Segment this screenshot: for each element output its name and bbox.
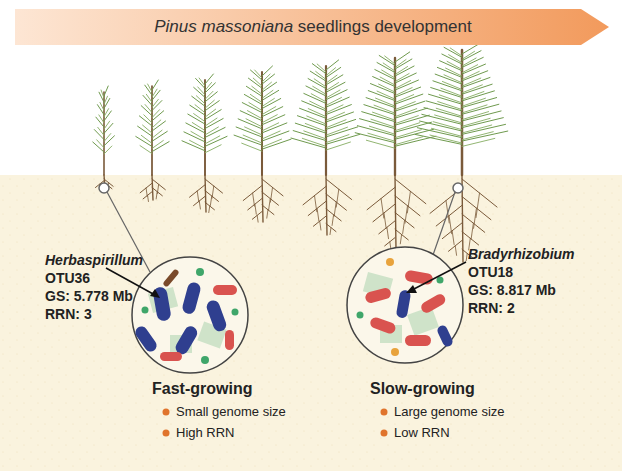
arrow-title: Pinus massoniana seedlings development <box>15 17 611 37</box>
trait-item: Large genome size <box>394 404 505 419</box>
root-tip-marker <box>453 183 463 193</box>
zoom-circle <box>132 257 248 373</box>
trait-item: High RRN <box>176 425 235 440</box>
rrn-count: RRN: 3 <box>45 306 92 322</box>
pointer-line <box>412 262 466 290</box>
species-name: Herbaspirillum <box>45 252 143 268</box>
pointer-head <box>406 285 417 293</box>
bullet <box>381 409 388 416</box>
trait-item: Small genome size <box>176 404 286 419</box>
soil-ground <box>0 175 622 471</box>
group-heading: Slow-growing <box>370 380 475 398</box>
pointer-head <box>150 289 160 298</box>
bullet <box>163 430 170 437</box>
genome-size: GS: 8.817 Mb <box>468 282 556 298</box>
root-tip-marker <box>99 183 109 193</box>
group-heading: Fast-growing <box>152 380 252 398</box>
development-arrow: Pinus massoniana seedlings development <box>15 6 611 48</box>
seedlings <box>93 44 508 262</box>
leader-line <box>433 192 455 255</box>
otu-id: OTU36 <box>45 270 90 286</box>
bacteria-slow <box>357 258 455 356</box>
bacteria-fast <box>133 268 238 364</box>
species-name: Bradyrhizobium <box>468 246 575 262</box>
bullet <box>381 430 388 437</box>
genome-size: GS: 5.778 Mb <box>45 288 133 304</box>
otu-id: OTU18 <box>468 264 513 280</box>
rrn-count: RRN: 2 <box>468 300 515 316</box>
zoom-circle <box>347 247 463 363</box>
trait-item: Low RRN <box>394 425 450 440</box>
bullet <box>163 409 170 416</box>
